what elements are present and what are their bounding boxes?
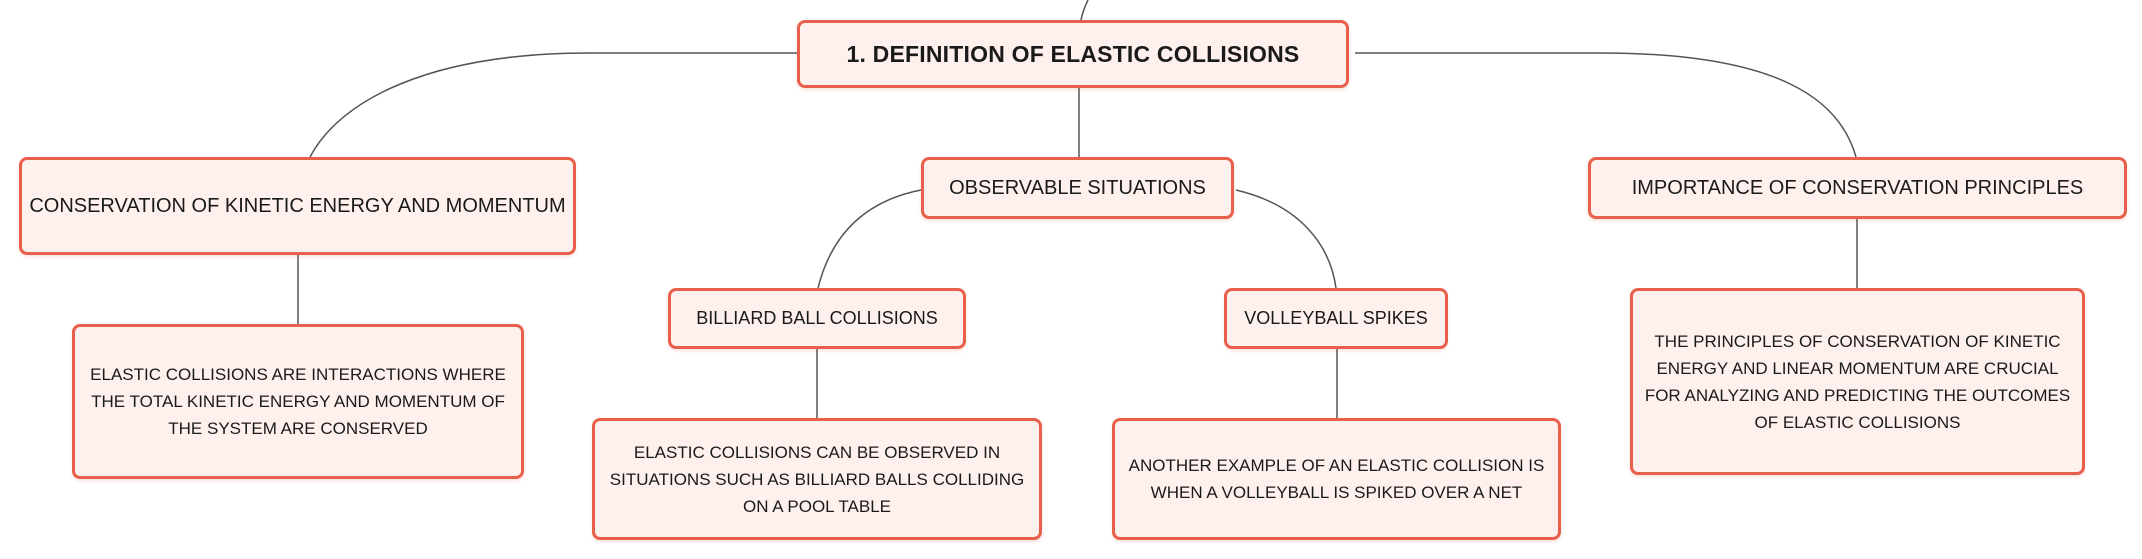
subbranch-node-label: BILLIARD BALL COLLISIONS <box>696 308 938 328</box>
branch-node-label: IMPORTANCE OF CONSERVATION PRINCIPLES <box>1631 176 2084 199</box>
connector-root-parent <box>1080 0 1089 21</box>
connector-observable-to-billiard <box>817 189 922 289</box>
detail-node-text: ANOTHER EXAMPLE OF AN ELASTIC COLLISION … <box>1128 456 1545 502</box>
connector-observable-to-volleyball <box>1235 189 1337 289</box>
subbranch-node-billiard[interactable]: BILLIARD BALL COLLISIONS <box>668 288 966 349</box>
detail-node-text: THE PRINCIPLES OF CONSERVATION OF KINETI… <box>1644 331 2071 432</box>
connector-root-to-importance <box>1355 52 1857 158</box>
branch-node-observable-situations[interactable]: OBSERVABLE SITUATIONS <box>921 157 1234 219</box>
root-node[interactable]: 1. DEFINITION OF ELASTIC COLLISIONS <box>797 20 1349 88</box>
subbranch-node-volleyball[interactable]: VOLLEYBALL SPIKES <box>1224 288 1448 349</box>
detail-node-volleyball[interactable]: ANOTHER EXAMPLE OF AN ELASTIC COLLISION … <box>1112 418 1561 540</box>
branch-node-label: CONSERVATION OF KINETIC ENERGY AND MOMEN… <box>29 194 566 217</box>
detail-node-text: ELASTIC COLLISIONS ARE INTERACTIONS WHER… <box>90 365 506 438</box>
branch-node-importance[interactable]: IMPORTANCE OF CONSERVATION PRINCIPLES <box>1588 157 2127 219</box>
detail-node-text: ELASTIC COLLISIONS CAN BE OBSERVED IN SI… <box>609 442 1025 516</box>
detail-node-importance[interactable]: THE PRINCIPLES OF CONSERVATION OF KINETI… <box>1630 288 2085 475</box>
root-node-label: 1. DEFINITION OF ELASTIC COLLISIONS <box>846 40 1300 67</box>
subbranch-node-label: VOLLEYBALL SPIKES <box>1244 308 1428 328</box>
branch-node-label: OBSERVABLE SITUATIONS <box>949 176 1206 199</box>
connector-root-to-conservation <box>309 52 800 158</box>
detail-node-billiard[interactable]: ELASTIC COLLISIONS CAN BE OBSERVED IN SI… <box>592 418 1042 540</box>
branch-node-conservation[interactable]: CONSERVATION OF KINETIC ENERGY AND MOMEN… <box>19 157 576 255</box>
detail-node-conservation[interactable]: ELASTIC COLLISIONS ARE INTERACTIONS WHER… <box>72 324 524 479</box>
